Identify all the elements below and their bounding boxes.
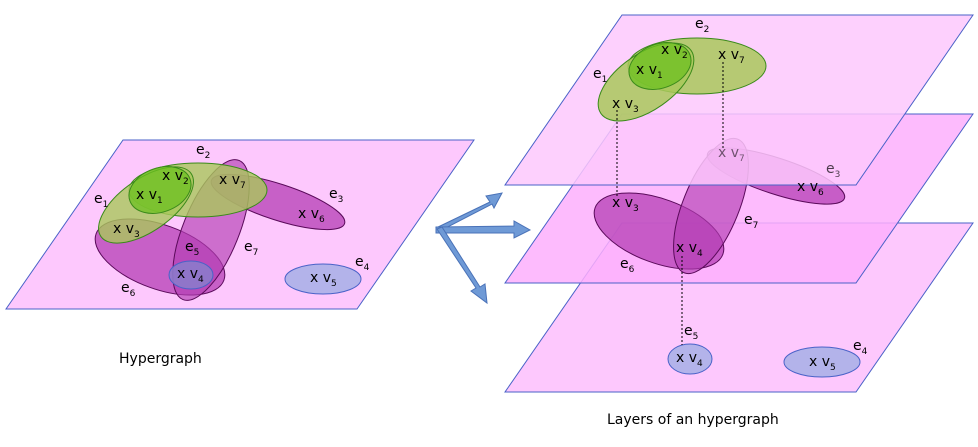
left-hypergraph: e1 e2 e3 e4 e5 e6 e7 x v1 x v2 x v3 x v4… [5, 139, 475, 310]
bot-vertex-v5: x v5 [809, 354, 836, 373]
bot-label-e4: e4 [853, 338, 868, 357]
mid-vertex-v7: x v7 [718, 145, 745, 164]
left-vertex-v5: x v5 [310, 270, 337, 289]
arrow-down-icon [436, 226, 488, 305]
mid-label-e3: e3 [826, 161, 840, 180]
left-vertex-v4: x v4 [177, 266, 204, 285]
mid-vertex-v4: x v4 [676, 240, 703, 259]
left-vertex-v7: x v7 [219, 172, 246, 191]
top-label-e1: e1 [593, 66, 607, 85]
bot-vertex-v4: x v4 [676, 350, 703, 369]
top-vertex-v1: x v1 [636, 62, 663, 81]
mid-vertex-v3: x v3 [612, 195, 639, 214]
left-label-e1: e1 [94, 191, 108, 210]
left-label-e2: e2 [196, 142, 210, 161]
top-edge-overlap [628, 42, 692, 90]
right-caption: Layers of an hypergraph [607, 412, 779, 428]
left-vertex-v2: x v2 [162, 168, 189, 187]
top-vertex-v7: x v7 [718, 47, 745, 66]
left-edge-e5 [168, 260, 214, 290]
bot-edge-e5 [667, 343, 713, 375]
top-vertex-v3: x v3 [612, 96, 639, 115]
right-layers: e1 e2 x v1 x v2 x v3 x v7 e3 e6 e7 x v3 … [504, 14, 974, 393]
bot-label-e5: e5 [684, 323, 698, 342]
top-vertex-v2: x v2 [661, 42, 688, 61]
left-edge-e4 [284, 263, 362, 295]
arrows [435, 192, 532, 305]
left-label-e4: e4 [355, 254, 370, 273]
left-vertex-v3: x v3 [113, 221, 140, 240]
left-label-e3: e3 [329, 186, 343, 205]
top-label-e2: e2 [695, 16, 709, 35]
arrow-right-icon [435, 220, 532, 239]
left-vertex-v6: x v6 [298, 206, 325, 225]
left-label-e5: e5 [185, 239, 199, 258]
left-edge-overlap [128, 166, 192, 214]
left-caption: Hypergraph [119, 351, 202, 367]
mid-label-e7: e7 [744, 212, 758, 231]
left-label-e7: e7 [244, 239, 258, 258]
bot-edge-e4 [783, 346, 861, 378]
mid-vertex-v6: x v6 [797, 179, 824, 198]
mid-label-e6: e6 [620, 256, 635, 275]
left-vertex-v1: x v1 [136, 187, 163, 206]
plane-top [504, 14, 974, 186]
left-label-e6: e6 [121, 280, 136, 299]
